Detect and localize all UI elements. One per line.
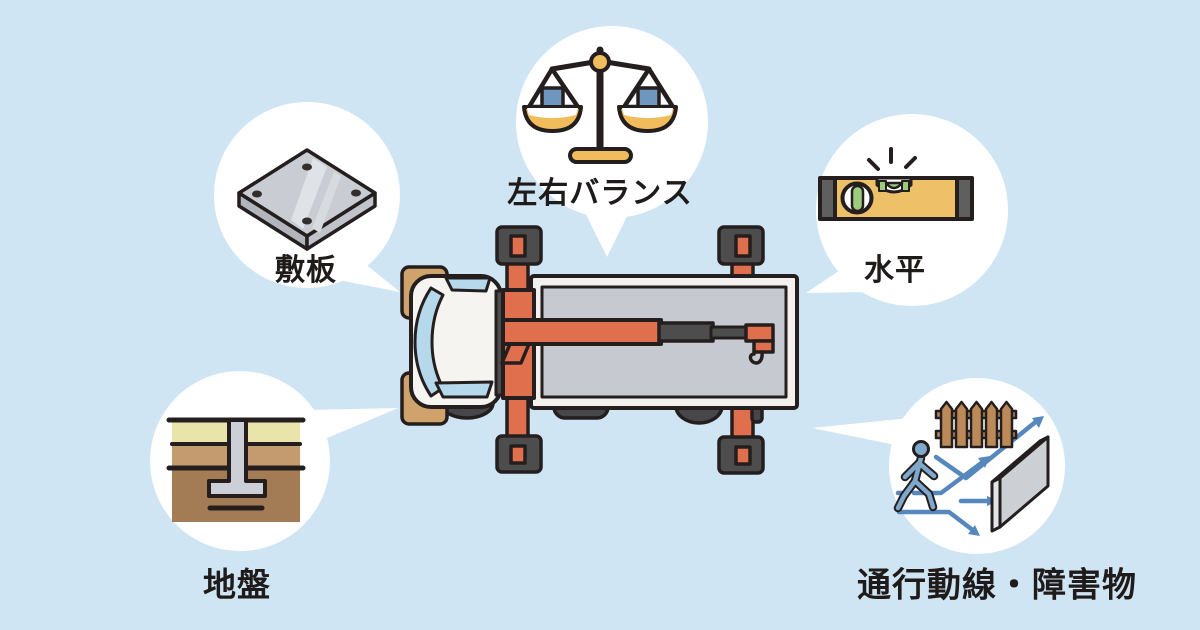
callout-bubble-top-left bbox=[214, 102, 400, 292]
label-flow-obstacles: 通行動線・障害物 bbox=[857, 566, 1137, 605]
callout-bubble-bottom-right bbox=[812, 378, 1065, 554]
balance-scale-icon bbox=[522, 46, 678, 164]
wall-slab-icon bbox=[990, 435, 1050, 533]
label-steel-plate: 敷板 bbox=[275, 254, 337, 287]
cab-window-top bbox=[444, 276, 492, 293]
pedestrian-flow-obstacle-icon bbox=[893, 400, 1050, 536]
ground-cross-section-icon bbox=[166, 417, 306, 522]
outrigger-pads bbox=[495, 225, 765, 475]
boom-section-2 bbox=[657, 321, 715, 343]
callout-bubble-top-right bbox=[806, 114, 1008, 306]
crane-boom-assembly bbox=[494, 288, 775, 400]
crane-truck-top-view bbox=[400, 225, 799, 475]
label-balance: 左右バランス bbox=[507, 177, 693, 210]
boom-arm bbox=[501, 318, 663, 346]
label-level: 水平 bbox=[864, 254, 926, 287]
pedestrian-icon bbox=[893, 440, 939, 513]
callout-bubble-bottom-left bbox=[150, 371, 398, 551]
callout-bubble-top-center bbox=[516, 26, 708, 257]
crane-hook-icon bbox=[748, 350, 764, 365]
label-ground: 地盤 bbox=[203, 566, 271, 603]
sparkle-lines bbox=[867, 147, 917, 171]
steel-plate-icon bbox=[237, 148, 377, 251]
spirit-level-icon bbox=[818, 147, 974, 221]
boom-head bbox=[744, 323, 775, 343]
truck-cab bbox=[400, 265, 503, 426]
picket-fence-icon bbox=[934, 400, 1018, 449]
cab-window-bottom bbox=[434, 380, 494, 399]
